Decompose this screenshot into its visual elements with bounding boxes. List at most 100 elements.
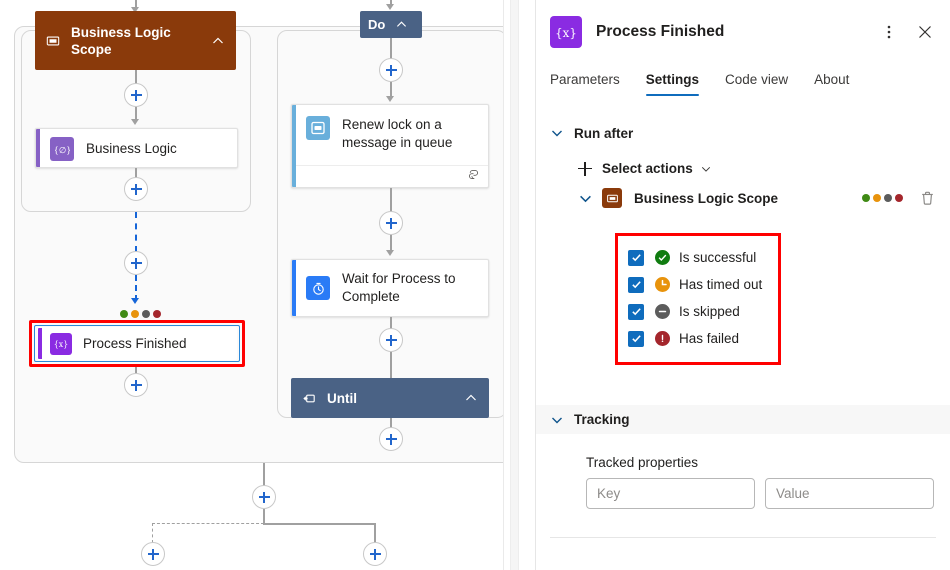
workflow-canvas[interactable]: Business Logic Scope {∅} Business Logic [0,0,503,570]
panel-tabs: Parameters Settings Code view About [536,62,950,96]
chevron-up-icon[interactable] [211,33,227,49]
node-wait-for-process[interactable]: Wait for Process to Complete [291,259,489,317]
tab-settings[interactable]: Settings [645,72,700,96]
add-action-button-11[interactable] [363,542,387,566]
section-run-after-label: Run after [574,125,634,141]
node-accent-bar [292,105,296,187]
checkbox-has-timed-out[interactable] [628,276,644,293]
until-loop-header[interactable]: Until [291,378,489,418]
chevron-down-icon [550,413,564,427]
checkbox-is-skipped[interactable] [628,303,644,320]
tab-code-view[interactable]: Code view [725,72,789,87]
add-action-button-8[interactable] [379,427,403,451]
chevron-up-icon[interactable] [393,17,409,33]
node-accent-bar [38,328,42,359]
status-dot-timedout [873,194,881,202]
status-label-has-failed: Has failed [679,331,740,346]
add-action-button-2[interactable] [124,177,148,201]
panel-divider [550,537,936,538]
compose-icon: {x} [50,333,72,355]
connector-until-to-plus [390,418,392,428]
connector-wait-to-plus [390,317,392,329]
node-process-finished[interactable]: {x} Process Finished [37,327,237,360]
compose-icon: {x} [550,16,582,48]
arrowhead-top-right [385,4,394,10]
canvas-scroll-gutter[interactable] [503,0,535,570]
add-action-button-7[interactable] [379,328,403,352]
node-renew-lock-title: Renew lock on a message in queue [342,117,453,150]
delete-icon[interactable] [919,190,936,207]
status-dot-timedout [131,310,139,318]
business-logic-scope-header[interactable]: Business Logic Scope [35,11,236,70]
vertical-scrollbar[interactable] [510,0,519,570]
retry-policy-icon [467,168,480,186]
scope-icon [602,188,622,208]
section-tracking-label: Tracking [574,412,630,427]
delay-icon [306,276,330,300]
node-renew-lock[interactable]: Renew lock on a message in queue [291,104,489,188]
process-finished-status-dots [120,310,161,318]
checkbox-is-successful[interactable] [628,249,644,266]
status-dot-failed [895,194,903,202]
checkbox-has-failed[interactable] [628,330,644,347]
svg-text:{x}: {x} [556,26,576,40]
tracked-key-input[interactable] [586,478,755,509]
arrowhead-top-left [130,7,139,13]
section-run-after[interactable]: Run after [536,117,950,149]
run-after-item-business-logic-scope[interactable]: Business Logic Scope [578,188,950,208]
status-row-is-successful[interactable]: Is successful [628,244,768,271]
add-action-button-10[interactable] [141,542,165,566]
connector-region-bottom [263,463,265,486]
failed-icon [655,331,670,346]
connector-top-right [390,0,392,5]
until-icon [301,390,317,406]
arrowhead-business-logic [130,119,139,125]
connector-branch-left-down [152,523,153,543]
connector-pf-to-plus [135,367,137,373]
close-icon[interactable] [914,21,936,43]
status-label-is-skipped: Is skipped [679,304,740,319]
connector-renew-to-plus [390,188,392,212]
add-action-button-3[interactable] [124,251,148,275]
node-business-logic[interactable]: {∅} Business Logic [35,128,238,168]
connector-plus-to-wait [390,235,392,252]
status-dot-failed [153,310,161,318]
node-renew-lock-footer [296,165,488,187]
connector-scope-to-plus [135,70,137,85]
tracked-value-input[interactable] [765,478,934,509]
connector-plus-to-until [390,352,392,378]
add-action-button-4[interactable] [124,373,148,397]
do-loop-header[interactable]: Do [360,11,422,38]
status-dot-success [120,310,128,318]
tab-parameters[interactable]: Parameters [550,72,620,87]
run-after-item-label: Business Logic Scope [634,190,779,206]
add-action-button-9[interactable] [252,485,276,509]
status-dot-success [862,194,870,202]
connector-bl-to-plus [135,168,137,178]
run-after-status-dots [862,194,903,202]
add-action-button-1[interactable] [124,83,148,107]
connector-top-left [135,0,137,8]
connector-plus-to-renew [390,82,392,98]
select-actions-button[interactable]: Select actions [578,161,950,176]
status-row-has-timed-out[interactable]: Has timed out [628,271,768,298]
tracked-properties-label: Tracked properties [586,455,699,470]
chevron-down-icon[interactable] [578,191,592,205]
arrowhead-process-finished [131,298,139,304]
arrowhead-renew-lock [385,96,394,102]
status-row-has-failed[interactable]: Has failed [628,325,768,352]
connector-branch-right-down [374,523,376,543]
service-bus-icon [306,116,330,140]
run-after-status-list: Is successful Has timed out Is skipped [615,233,781,365]
chevron-down-icon [701,164,711,174]
connector-branch-left-dashed [152,523,264,524]
section-tracking[interactable]: Tracking [536,405,950,434]
add-action-button-5[interactable] [379,58,403,82]
chevron-up-icon[interactable] [463,390,479,406]
tab-about[interactable]: About [814,72,850,87]
connector-runafter-dashed-top [135,212,137,252]
add-action-button-6[interactable] [379,211,403,235]
more-commands-icon[interactable] [878,21,900,43]
status-row-is-skipped[interactable]: Is skipped [628,298,768,325]
